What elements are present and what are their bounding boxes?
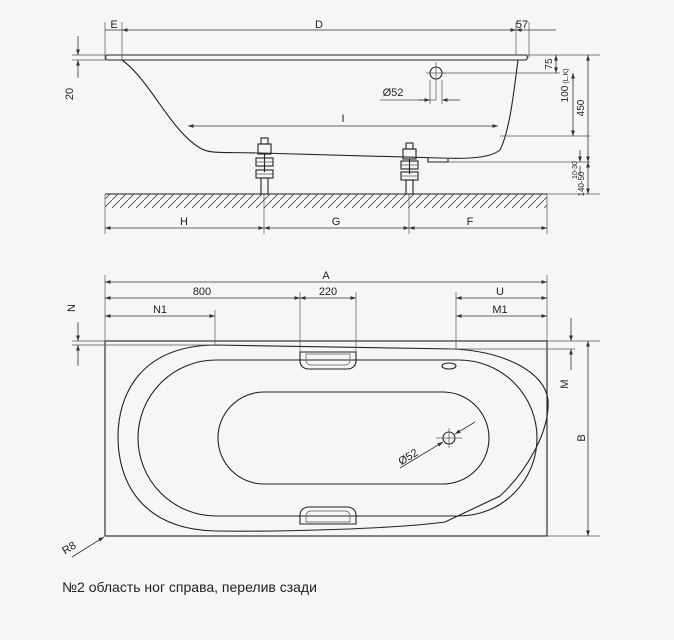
label-220: 220 [319,286,337,298]
label-450: 450 [576,99,587,116]
label-57: 57 [516,19,528,31]
label-i: I [341,113,344,125]
bowl-bottom [217,391,490,485]
label-a: A [322,270,330,282]
label-20: 20 [64,88,76,100]
label-n: N [66,304,78,312]
label-800: 800 [193,286,211,298]
overflow-top [441,362,457,370]
drain-outlet [427,158,449,163]
handle-top [299,351,357,370]
top-view: Ø52 A 800 220 U N1 M1 N M [60,270,600,558]
label-overflow-diameter: Ø52 [383,87,404,99]
label-g: G [332,216,341,228]
floor-hatching [105,194,547,208]
label-140-50: 140-50 [577,171,586,196]
label-u: U [496,286,504,298]
label-b: B [576,434,588,441]
leg-left [255,137,274,195]
bath-body-profile [121,59,519,159]
caption: №2 область ног справа, перелив сзади [62,579,317,595]
label-75: 75 [544,58,555,70]
label-100: 100 [560,85,571,102]
label-n1: N1 [153,304,167,316]
label-lk: (L.K) [563,68,570,83]
label-d: D [315,19,323,31]
label-h: H [180,216,188,228]
label-f: F [467,216,474,228]
leg-right [400,142,419,195]
label-drain-diameter: Ø52 [396,447,420,468]
bath-outline [104,340,548,537]
bowl-outer-outline [117,344,549,532]
label-m: M [559,379,571,388]
side-view: E D 57 20 75 100 (L.K) 450 10-30 140-50 [64,19,600,234]
bowl-inner-outline [137,359,538,517]
label-10-30: 10-30 [572,161,579,179]
label-m1: M1 [492,304,507,316]
label-e: E [110,19,117,31]
bath-rim [104,54,529,61]
handle-bottom [299,506,357,525]
